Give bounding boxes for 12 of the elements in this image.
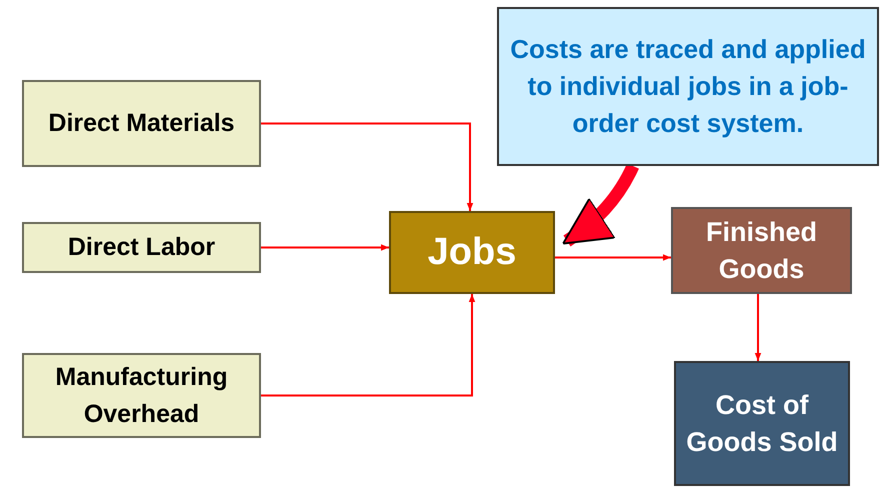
process-box: Jobs <box>389 211 555 294</box>
process-box: Cost of Goods Sold <box>674 361 850 486</box>
callout-box: Costs are traced and applied to individual jobs in a job-order cost system. <box>497 7 879 166</box>
arrow <box>754 294 762 361</box>
arrow <box>555 254 671 261</box>
process-box: Direct Labor <box>22 222 261 273</box>
arrow <box>261 122 474 211</box>
arrow <box>261 244 389 251</box>
arrow <box>261 294 476 396</box>
process-box: Direct Materials <box>22 80 261 167</box>
process-box: Manufacturing Overhead <box>22 353 261 438</box>
process-box: Finished Goods <box>671 207 852 294</box>
